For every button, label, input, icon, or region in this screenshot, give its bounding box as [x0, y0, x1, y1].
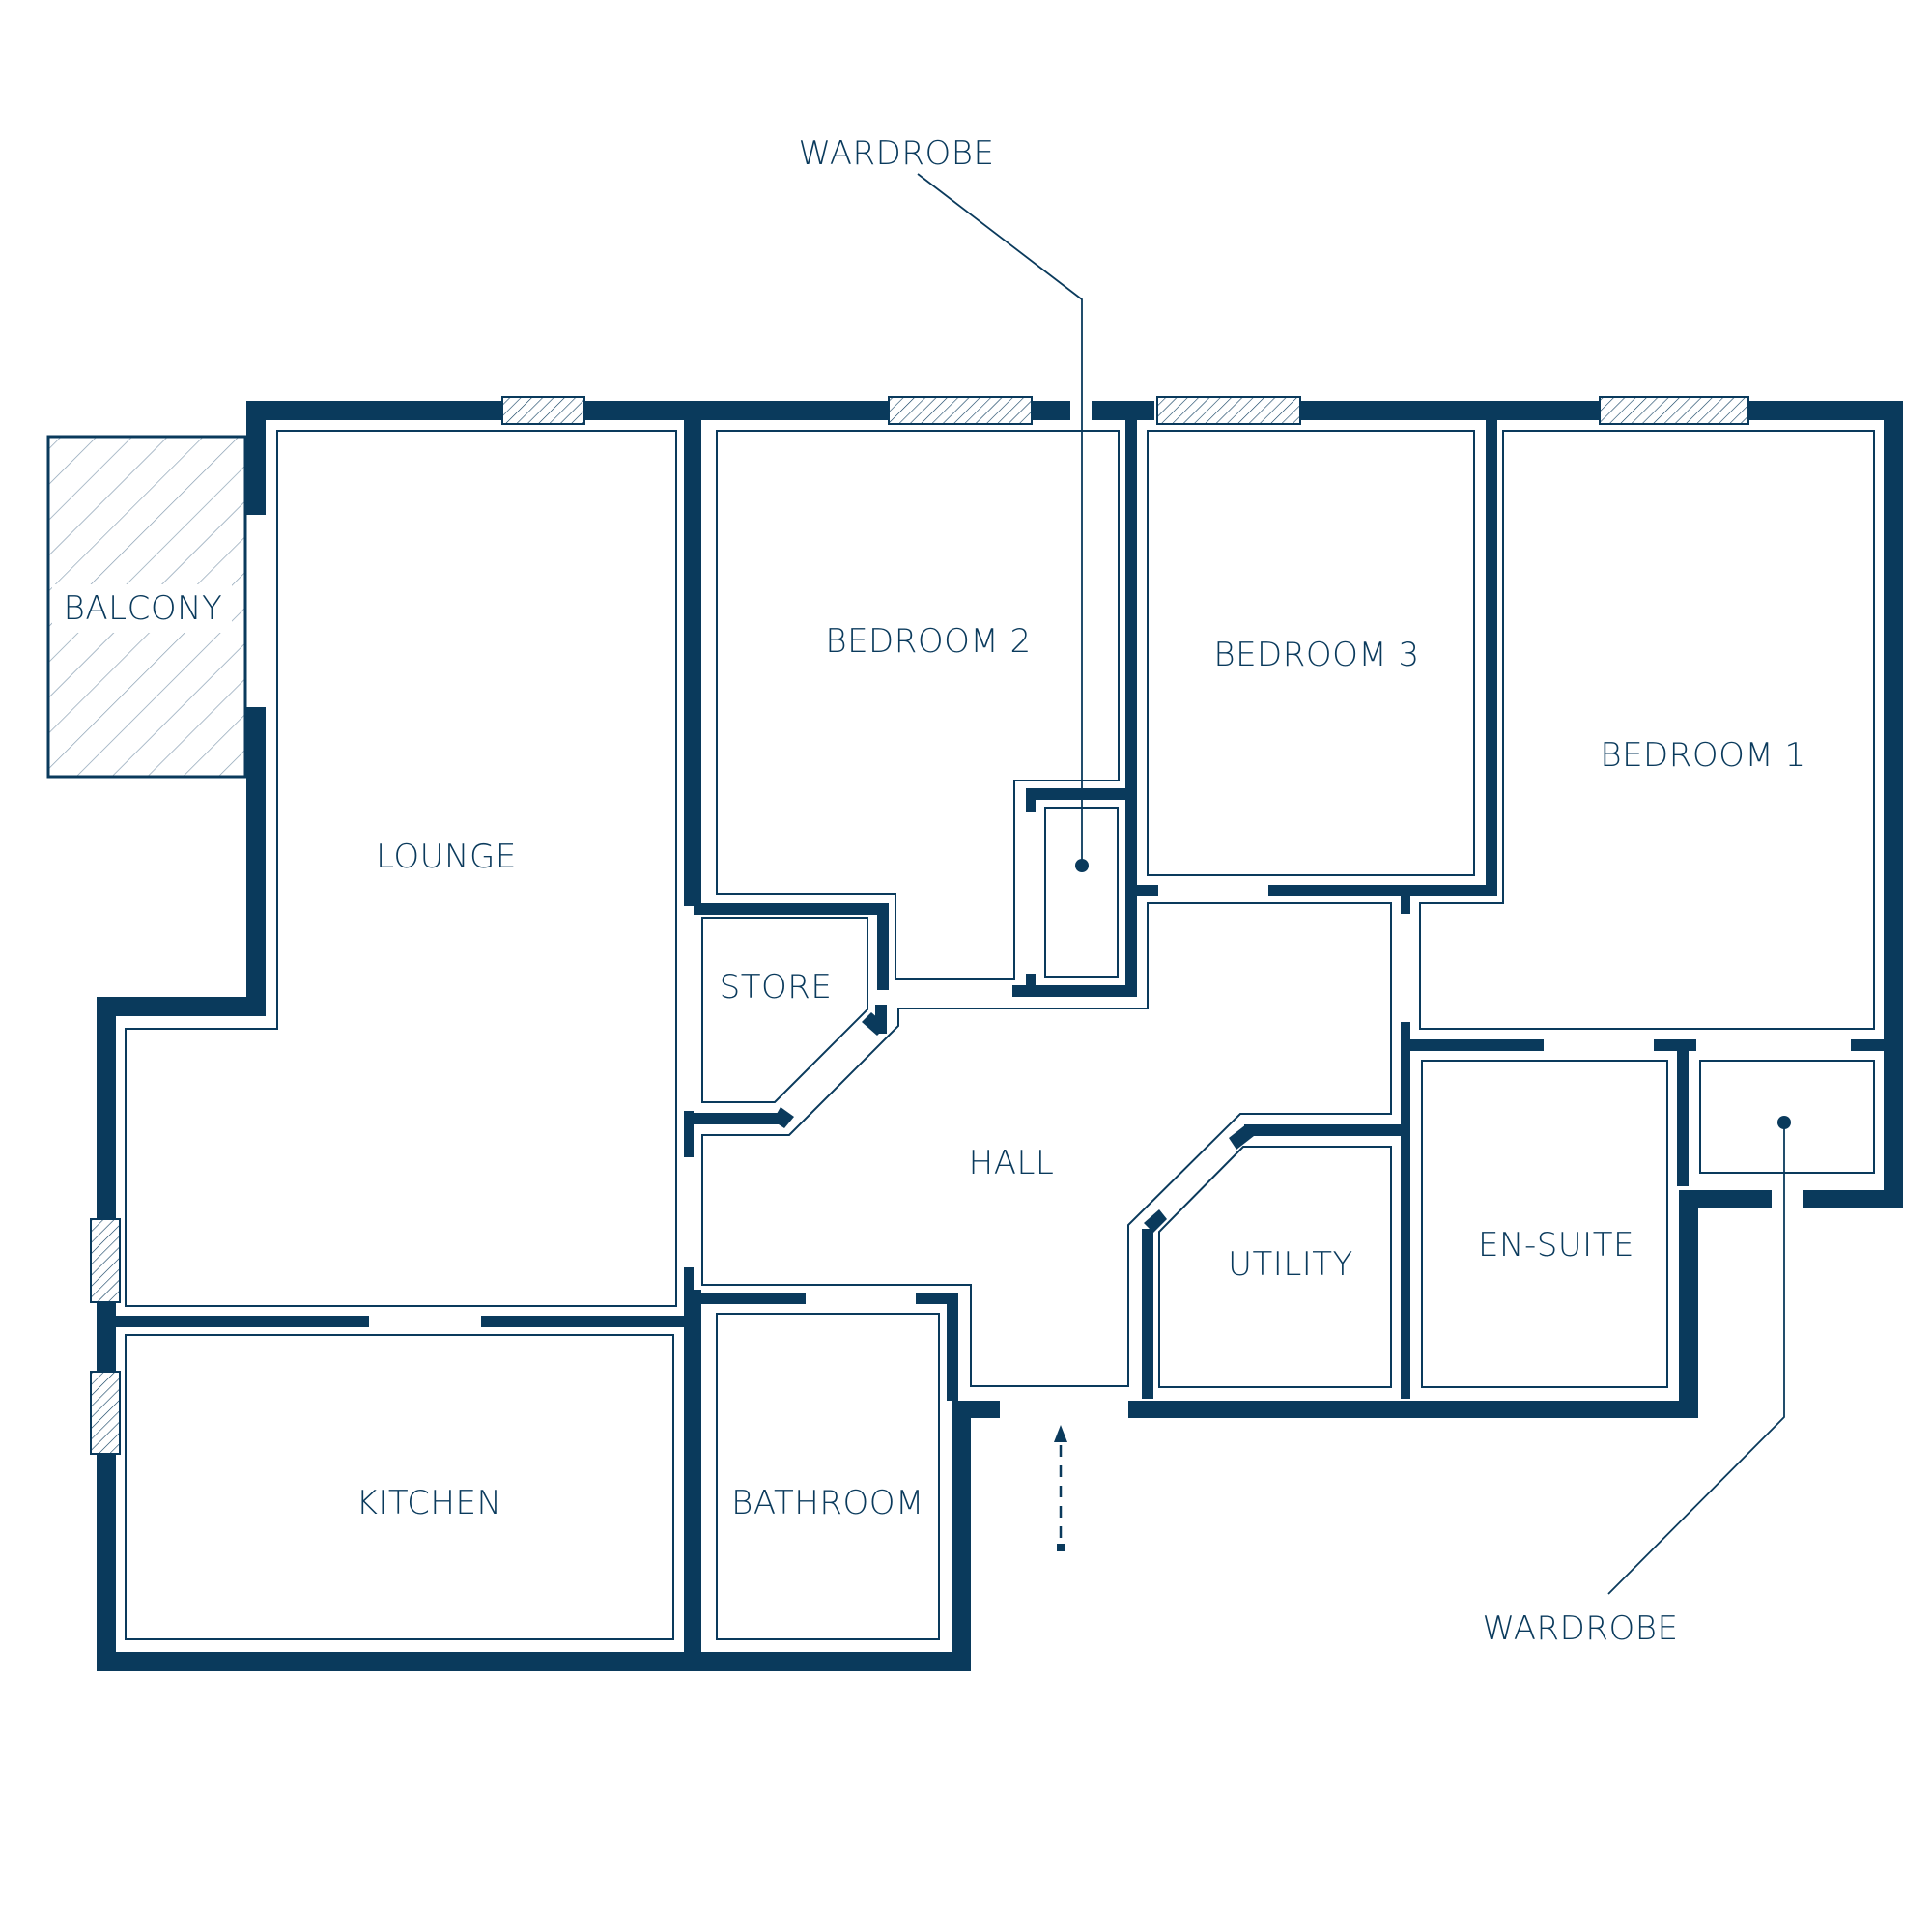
- windows: [90, 396, 1749, 1455]
- window-lounge: [501, 396, 585, 425]
- utility-outline: [1158, 1146, 1392, 1388]
- window-bedroom3: [1156, 396, 1301, 425]
- window-lounge-west: [90, 1218, 121, 1303]
- wardrobe-b1-outline: [1699, 1060, 1875, 1174]
- bedroom1-outline: [1419, 430, 1875, 1030]
- wardrobe-top-dot: [1075, 859, 1089, 872]
- kitchen-outline: [125, 1334, 674, 1640]
- bedroom2-outline: [716, 430, 1120, 980]
- entrance-arrow-icon: [1054, 1425, 1067, 1551]
- wardrobe-bottom-leader: [1607, 1122, 1785, 1595]
- room-outlines: [125, 430, 1875, 1640]
- balcony: [46, 435, 247, 779]
- wardrobe-top-leader: [917, 173, 1083, 866]
- label-utility: UTILITY: [1228, 1245, 1353, 1284]
- hall-outline: [701, 902, 1392, 1387]
- label-bedroom2: BEDROOM 2: [825, 622, 1031, 661]
- label-lounge: LOUNGE: [376, 838, 517, 876]
- label-hall: HALL: [969, 1144, 1055, 1182]
- lounge-outline: [125, 430, 677, 1307]
- walls: [97, 401, 1903, 1671]
- wardrobe-bottom-dot: [1777, 1116, 1791, 1129]
- label-bedroom1: BEDROOM 1: [1600, 736, 1805, 775]
- label-wardrobe-bottom: WARDROBE: [1483, 1609, 1679, 1648]
- bathroom-outline: [716, 1313, 940, 1640]
- store-outline: [701, 917, 868, 1103]
- window-bedroom2: [888, 396, 1033, 425]
- label-kitchen: KITCHEN: [356, 1484, 502, 1522]
- callout-lines: [917, 173, 1785, 1595]
- label-bedroom3: BEDROOM 3: [1213, 636, 1419, 674]
- window-kitchen: [90, 1371, 121, 1455]
- bedroom3-outline: [1147, 430, 1475, 876]
- room-labels: BALCONY LOUNGE KITCHEN BEDROOM 2 BEDROOM…: [64, 134, 1806, 1648]
- label-ensuite: EN-SUITE: [1478, 1226, 1634, 1264]
- ensuite-outline: [1421, 1060, 1668, 1388]
- label-store: STORE: [720, 968, 833, 1007]
- label-balcony: BALCONY: [64, 589, 223, 628]
- label-wardrobe-top: WARDROBE: [799, 134, 995, 173]
- window-bedroom1: [1599, 396, 1749, 425]
- label-bathroom: BATHROOM: [731, 1484, 924, 1522]
